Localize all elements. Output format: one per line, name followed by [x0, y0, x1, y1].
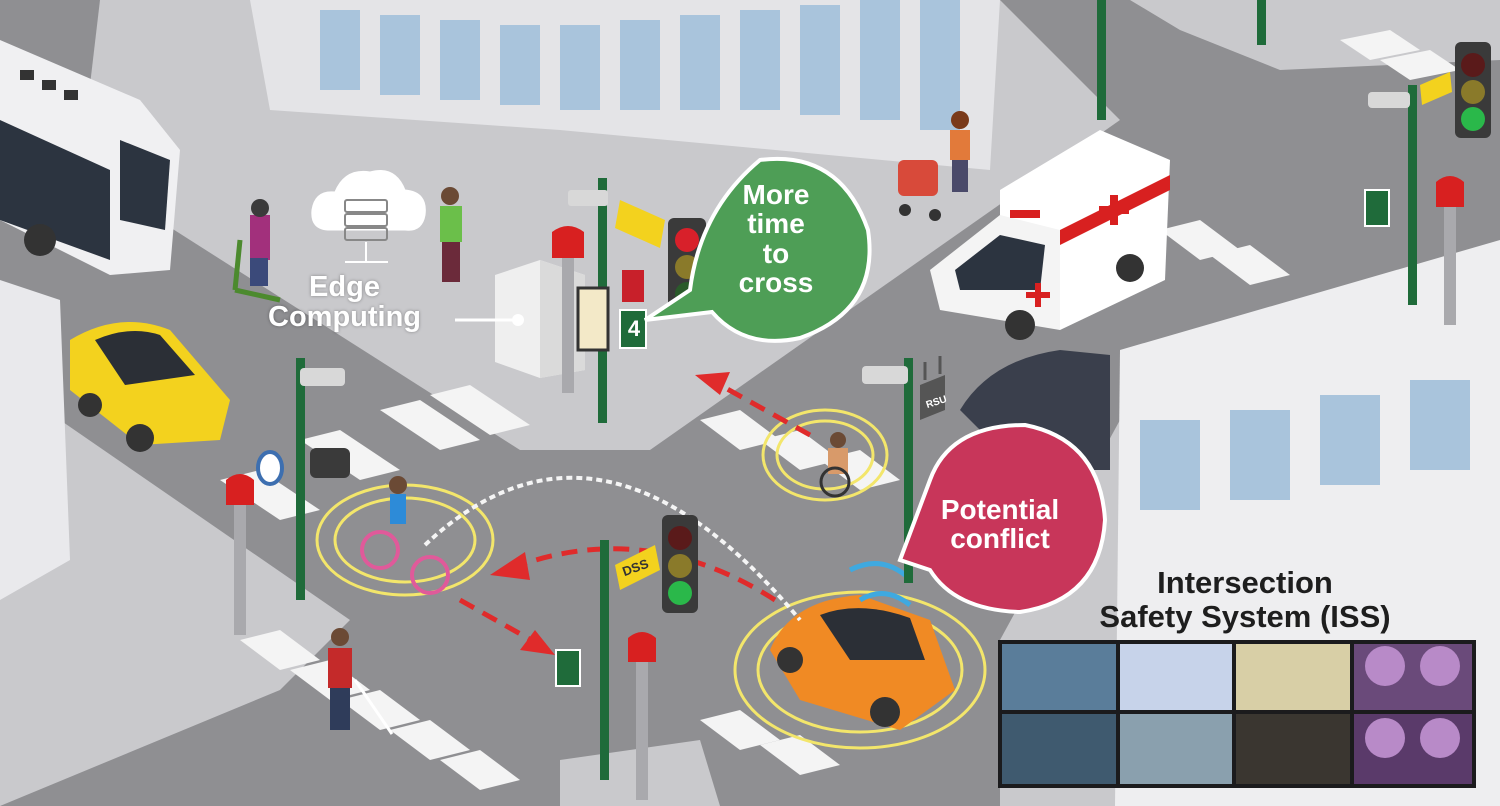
pole-northeast-edge: [1257, 0, 1266, 45]
stop-hand-icon: [622, 270, 644, 302]
more-time-line2: time: [747, 208, 805, 240]
pedestrian-countdown: 4: [627, 316, 641, 341]
more-time-line4: cross: [738, 267, 814, 299]
building-east-windows: [1140, 380, 1470, 510]
wheelchair-arrowhead: [695, 372, 730, 395]
cyclist: [315, 476, 495, 597]
potential-conflict-callout: [897, 422, 1108, 615]
signal-pole-west: [226, 358, 350, 635]
conflict-line2: conflict: [950, 523, 1050, 555]
bus: [0, 40, 180, 275]
yellow-taxi: [70, 322, 230, 452]
signal-pole-center: [555, 515, 698, 800]
building-west: [0, 280, 70, 600]
signal-pole-north: [568, 178, 665, 423]
more-time-line1: More: [742, 179, 810, 210]
iss-monitor-wall: [998, 640, 1476, 788]
cloud-server-icon: [311, 170, 426, 263]
cyclist-arrowhead: [520, 630, 555, 655]
orange-car: [733, 561, 987, 750]
crosswalk-markings: [220, 30, 1460, 790]
iss-title-line2: Safety System (ISS): [1099, 599, 1391, 635]
iss-title: Intersection Safety System (ISS): [1075, 565, 1415, 635]
cyclist-path-arrow: [458, 597, 542, 648]
conflict-arrowhead: [490, 552, 530, 580]
ambulance: [930, 130, 1170, 340]
conflict-line1: Potential: [940, 494, 1060, 525]
wheelchair-path-arrow: [718, 382, 812, 438]
edge-label-line1: Edge: [309, 271, 380, 303]
signal-pole-northeast: [1364, 42, 1491, 325]
v2x-communication-arc: [423, 475, 802, 622]
signal-pole-rsu: [862, 356, 945, 583]
wheelchair-user: [761, 408, 889, 502]
pole-north-edge: [1097, 0, 1106, 120]
more-time-line3: to: [762, 237, 790, 269]
more-time-to-cross-label: More time to cross: [722, 180, 830, 298]
walk-signal-icon: [619, 309, 647, 349]
iss-title-line1: Intersection: [1157, 565, 1333, 600]
walking-pedestrian: [440, 187, 462, 282]
sidewalk-west: [0, 420, 350, 806]
potential-conflict-label: Potential conflict: [925, 495, 1075, 554]
beacon-icon: [552, 226, 584, 393]
more-time-callout: [643, 156, 872, 343]
parent-with-stroller: [898, 111, 970, 221]
scooter-rider: [232, 199, 281, 303]
camera-icon: [568, 190, 608, 206]
edge-label-line2: Computing: [268, 301, 422, 334]
edge-computing-label: Edge Computing: [268, 272, 421, 333]
building-north-windows: [320, 0, 960, 130]
edge-connector-dot: [512, 314, 524, 326]
blind-pedestrian: [328, 628, 394, 735]
